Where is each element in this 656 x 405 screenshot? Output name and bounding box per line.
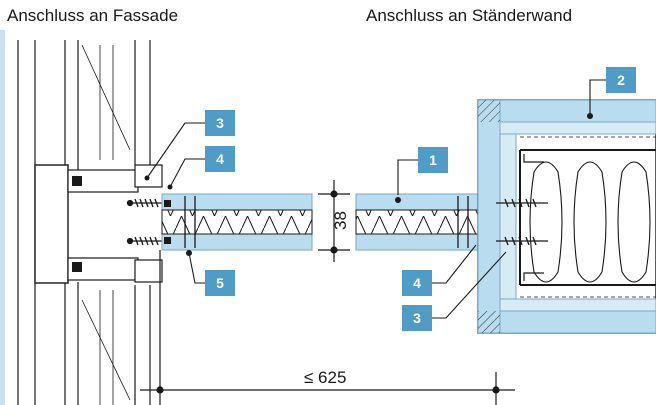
dimension-span (140, 250, 515, 405)
callout-badge-5: 5 (205, 270, 235, 296)
board-bottom-right (355, 233, 497, 251)
dimension-span-label: ≤ 625 (304, 368, 346, 387)
seal-top (72, 176, 82, 186)
dimension-38 (318, 180, 350, 262)
insulation-right (355, 209, 497, 235)
board-top-right (355, 193, 497, 211)
seal-bottom (72, 262, 82, 272)
callout-badge-4-left: 4 (205, 146, 235, 172)
partition-panel (161, 193, 497, 251)
callout-badge-4-right: 4 (402, 270, 432, 296)
callout-badge-3-left: 3 (205, 110, 235, 136)
insulation-left (161, 209, 313, 235)
svg-text:5: 5 (216, 275, 224, 291)
facade-profile (34, 164, 69, 284)
facade-screws (126, 198, 165, 246)
glazing-hatch (81, 44, 131, 405)
heading-facade-connection: Anschluss an Fassade (7, 6, 179, 25)
svg-text:2: 2 (617, 72, 625, 88)
stud-wall (477, 99, 656, 334)
facade-mullion (17, 40, 151, 405)
callout-badge-1: 1 (418, 147, 448, 173)
svg-text:4: 4 (413, 275, 421, 291)
callout-badge-2: 2 (606, 67, 636, 93)
leader-lines (146, 79, 606, 319)
dimension-38-label: 38 (331, 211, 350, 230)
svg-text:4: 4 (216, 151, 224, 167)
svg-text:3: 3 (413, 310, 421, 326)
left-margin-band (0, 30, 5, 405)
svg-text:3: 3 (216, 115, 224, 131)
gasket-bottom (134, 259, 163, 283)
callout-badge-3-right: 3 (402, 305, 432, 331)
heading-stud-wall-connection: Anschluss an Ständerwand (366, 6, 573, 25)
svg-text:1: 1 (429, 152, 437, 168)
